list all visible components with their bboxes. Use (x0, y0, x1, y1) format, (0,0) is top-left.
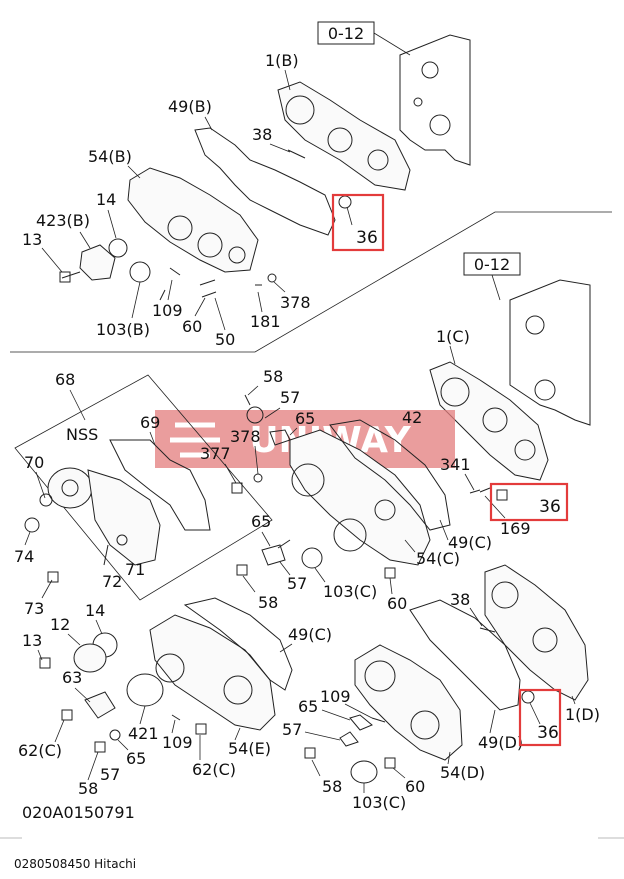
pump-assembly (24, 439, 211, 566)
highlight-36-lower: 36 (518, 688, 562, 747)
label-103c-lower: 103(C) (352, 793, 406, 812)
label-38-upper: 38 (252, 125, 272, 144)
timing-cover-1b (277, 81, 411, 191)
cover-plate-54b (127, 167, 259, 273)
label-377: 377 (200, 444, 231, 463)
small-parts-mid (231, 394, 508, 579)
svg-text:36: 36 (537, 723, 559, 743)
label-58-lower-right: 58 (322, 777, 342, 796)
label-62c: 62(C) (18, 741, 62, 760)
svg-text:0-12: 0-12 (474, 255, 510, 274)
label-54b: 54(B) (88, 147, 132, 166)
label-423b: 423(B) (36, 211, 90, 230)
label-341: 341 (440, 455, 471, 474)
section-divider (10, 211, 612, 353)
label-378-upper: 378 (280, 293, 311, 312)
label-57-mid2: 57 (287, 574, 307, 593)
label-70: 70 (24, 453, 44, 472)
label-103c: 103(C) (323, 582, 377, 601)
label-60-lower: 60 (405, 777, 425, 796)
label-50: 50 (215, 330, 235, 349)
label-68: 68 (55, 370, 75, 389)
gasket-49c (329, 419, 451, 531)
label-49c-lower: 49(C) (288, 625, 332, 644)
group-68-box (14, 374, 273, 601)
engine-block-mid (509, 279, 591, 426)
label-13-upper: 13 (22, 230, 42, 249)
label-109-lower-right: 109 (320, 687, 351, 706)
label-58-mid2: 58 (258, 593, 278, 612)
reference-box-0-12-top: 0-12 (317, 21, 411, 56)
svg-text:36: 36 (356, 228, 378, 248)
label-38-lower: 38 (450, 590, 470, 609)
label-65-mid: 65 (295, 409, 315, 428)
label-73: 73 (24, 599, 44, 618)
highlight-36-upper: 36 (331, 193, 385, 252)
svg-text:0-12: 0-12 (328, 24, 364, 43)
gasket-49b (194, 127, 336, 236)
label-169: 169 (500, 519, 531, 538)
label-1b: 1(B) (265, 51, 299, 70)
timing-cover-1d (484, 564, 589, 701)
cover-plate-54e (149, 614, 276, 731)
label-60-mid: 60 (387, 594, 407, 613)
label-72: 72 (102, 572, 122, 591)
label-49c: 49(C) (448, 533, 492, 552)
gasket-49c-lower (183, 597, 293, 691)
timing-cover-1c (429, 361, 549, 481)
label-49d: 49(D) (478, 733, 523, 752)
label-nss: NSS (66, 425, 98, 444)
label-60-upper: 60 (182, 317, 202, 336)
cover-plate-54d (354, 644, 463, 761)
cover-plate-54c (289, 429, 431, 566)
svg-text:36: 36 (539, 497, 561, 517)
caption: 0280508450 Hitachi (14, 857, 137, 871)
reference-box-0-12-mid: 0-12 (463, 252, 521, 301)
label-421: 421 (128, 724, 159, 743)
label-1d: 1(D) (565, 705, 600, 724)
label-54c: 54(C) (416, 549, 460, 568)
label-65-lower-right: 65 (298, 697, 318, 716)
label-65-lower: 65 (126, 749, 146, 768)
label-57-lower-right: 57 (282, 720, 302, 739)
label-54e: 54(E) (228, 739, 271, 758)
label-62c-2: 62(C) (192, 760, 236, 779)
label-74: 74 (14, 547, 34, 566)
gasket-49d (409, 599, 521, 711)
label-12: 12 (50, 615, 70, 634)
label-109-upper: 109 (152, 301, 183, 320)
label-54d: 54(D) (440, 763, 485, 782)
label-58-mid: 58 (263, 367, 283, 386)
small-parts-lower-left (39, 632, 207, 753)
label-71: 71 (125, 560, 145, 579)
label-63: 63 (62, 668, 82, 687)
label-57-lower: 57 (100, 765, 120, 784)
label-58-lower: 58 (78, 779, 98, 798)
label-1c: 1(C) (436, 327, 470, 346)
label-49b: 49(B) (168, 97, 212, 116)
engine-block-top (399, 34, 471, 166)
label-378-mid: 378 (230, 427, 261, 446)
label-42: 42 (402, 408, 422, 427)
label-65-mid2: 65 (251, 512, 271, 531)
highlight-36-mid: 36 (489, 482, 569, 522)
label-103b: 103(B) (96, 320, 150, 339)
label-57-mid: 57 (280, 388, 300, 407)
diagram-code: 020A0150791 (22, 803, 135, 822)
small-parts-lower-right (304, 627, 535, 784)
label-13-lower: 13 (22, 631, 42, 650)
label-14-upper: 14 (96, 190, 116, 209)
label-109-lower: 109 (162, 733, 193, 752)
label-14-lower: 14 (85, 601, 105, 620)
label-181: 181 (250, 312, 281, 331)
small-parts-upper (59, 149, 352, 301)
label-69: 69 (140, 413, 160, 432)
